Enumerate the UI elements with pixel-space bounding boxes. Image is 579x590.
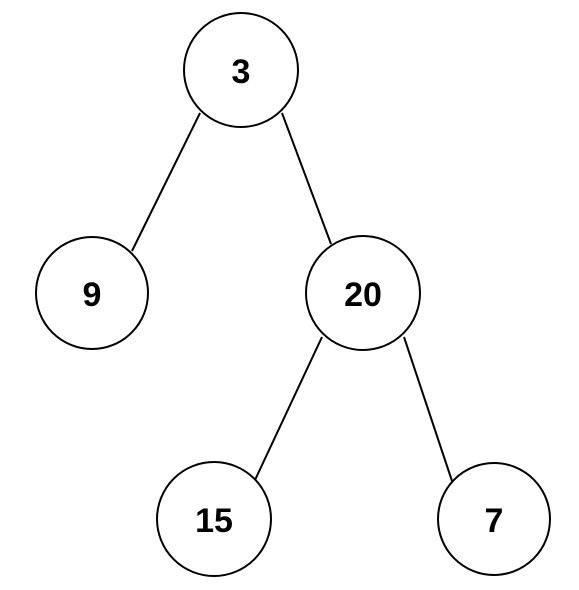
- node-circle: [35, 236, 149, 350]
- edge-20-to-15: [254, 336, 323, 481]
- edge-20-to-7: [403, 336, 454, 485]
- node-circle: [183, 12, 299, 128]
- tree-node-9: 9: [35, 236, 149, 350]
- tree-node-20: 20: [305, 235, 421, 351]
- tree-node-7: 7: [437, 462, 551, 576]
- node-circle: [437, 462, 551, 576]
- tree-node-3: 3: [183, 12, 299, 128]
- tree-edges: [131, 112, 454, 485]
- node-label: 3: [232, 53, 251, 91]
- edge-3-to-9: [131, 112, 201, 252]
- node-circle: [156, 461, 272, 577]
- node-circle: [305, 235, 421, 351]
- node-label: 7: [485, 502, 504, 540]
- node-label: 9: [83, 276, 102, 314]
- tree-node-15: 15: [156, 461, 272, 577]
- node-label: 15: [195, 502, 233, 540]
- edge-3-to-20: [281, 112, 332, 245]
- node-label: 20: [344, 276, 382, 314]
